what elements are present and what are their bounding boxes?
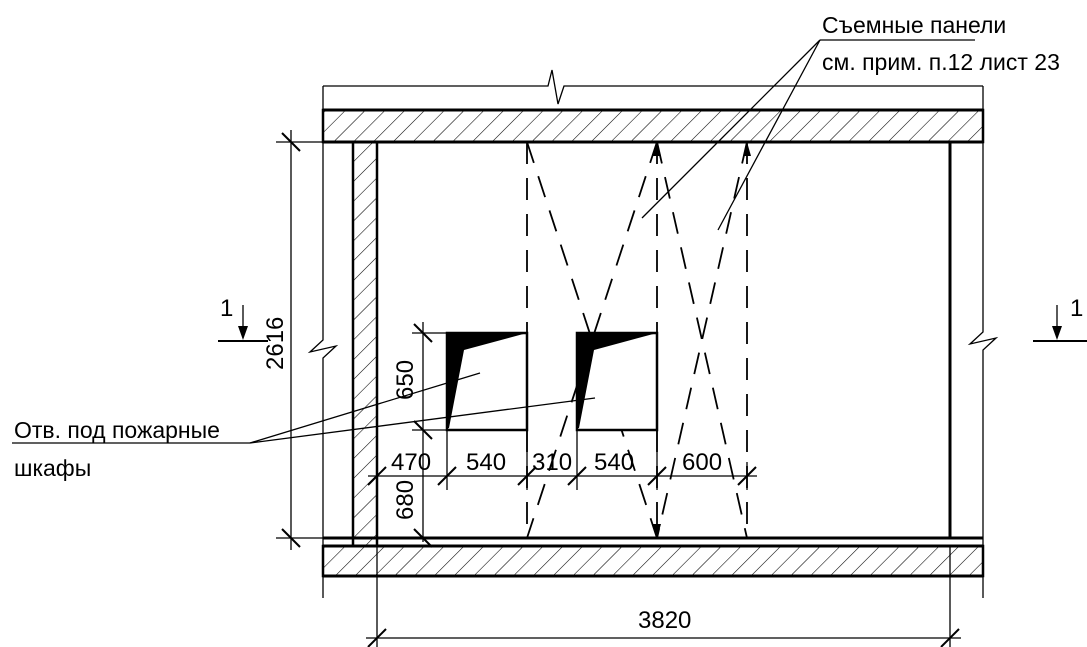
openings-note-line2: шкафы [14, 455, 91, 481]
panels-note-line2: см. прим. п.12 лист 23 [822, 49, 1060, 75]
panels-leader [641, 39, 975, 231]
dim-overall-width [366, 546, 961, 647]
dim-overall-height [276, 130, 353, 550]
right-wall [948, 142, 999, 546]
fire-cabinet-opening-left [445, 331, 529, 432]
section-mark-right-label: 1 [1070, 295, 1083, 322]
dim-chain-310: 310 [532, 449, 572, 476]
dim-chain-540-a: 540 [466, 449, 506, 476]
dim-overall-width-label: 3820 [638, 607, 691, 634]
dim-sill-height-label: 680 [392, 480, 419, 520]
section-mark-left [218, 305, 268, 342]
panels-note-line1: Съемные панели [822, 12, 1006, 38]
dim-chain-540-b: 540 [594, 449, 634, 476]
section-mark-left-label: 1 [220, 295, 233, 322]
openings-note-line1: Отв. под пожарные [14, 417, 220, 443]
section-mark-right [1033, 305, 1087, 342]
top-slab [321, 108, 985, 144]
dim-overall-height-label: 2616 [262, 317, 289, 370]
left-wall [307, 140, 379, 548]
dim-chain [367, 430, 757, 490]
panel-arrows [653, 142, 751, 538]
dim-vertical-opening [412, 322, 447, 548]
dim-opening-height-label: 650 [392, 360, 419, 400]
dim-chain-470: 470 [391, 449, 431, 476]
fire-cabinet-opening-right [575, 331, 659, 432]
bottom-slab [321, 536, 985, 598]
dim-chain-600: 600 [682, 449, 722, 476]
top-break-line [322, 69, 984, 142]
